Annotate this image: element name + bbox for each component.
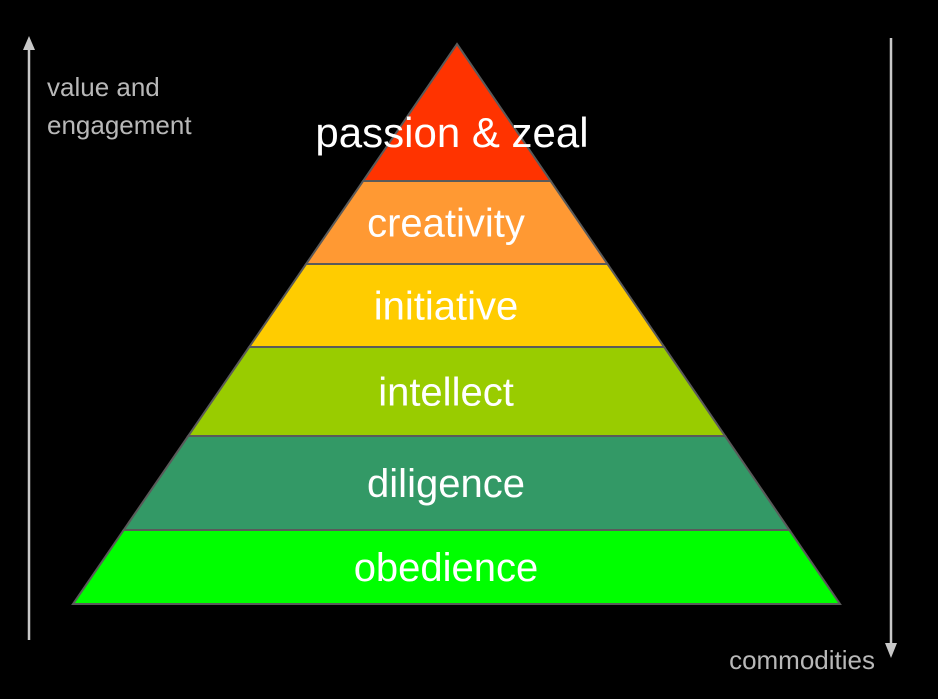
right-axis-label: commodities — [729, 645, 875, 675]
pyramid-tier-5 — [71, 529, 842, 605]
pyramid-label-4: diligence — [367, 462, 525, 506]
up-arrow-head-icon — [23, 36, 35, 50]
left-axis-label-line1: value and — [47, 72, 160, 102]
right-axis-arrow — [885, 38, 897, 658]
pyramid-label-2: initiative — [374, 285, 519, 329]
pyramid-label-1: creativity — [367, 202, 525, 246]
pyramid-label-5: obedience — [354, 546, 539, 590]
pyramid-label-3: intellect — [378, 371, 514, 415]
pyramid-label-0: passion & zeal — [315, 109, 588, 156]
down-arrow-head-icon — [885, 643, 897, 658]
pyramid-labels: passion & zeal creativity initiative intell… — [315, 109, 588, 590]
left-axis-label-line2: engagement — [47, 110, 192, 140]
pyramid-tiers — [71, 42, 842, 605]
left-axis-arrow — [23, 36, 35, 640]
